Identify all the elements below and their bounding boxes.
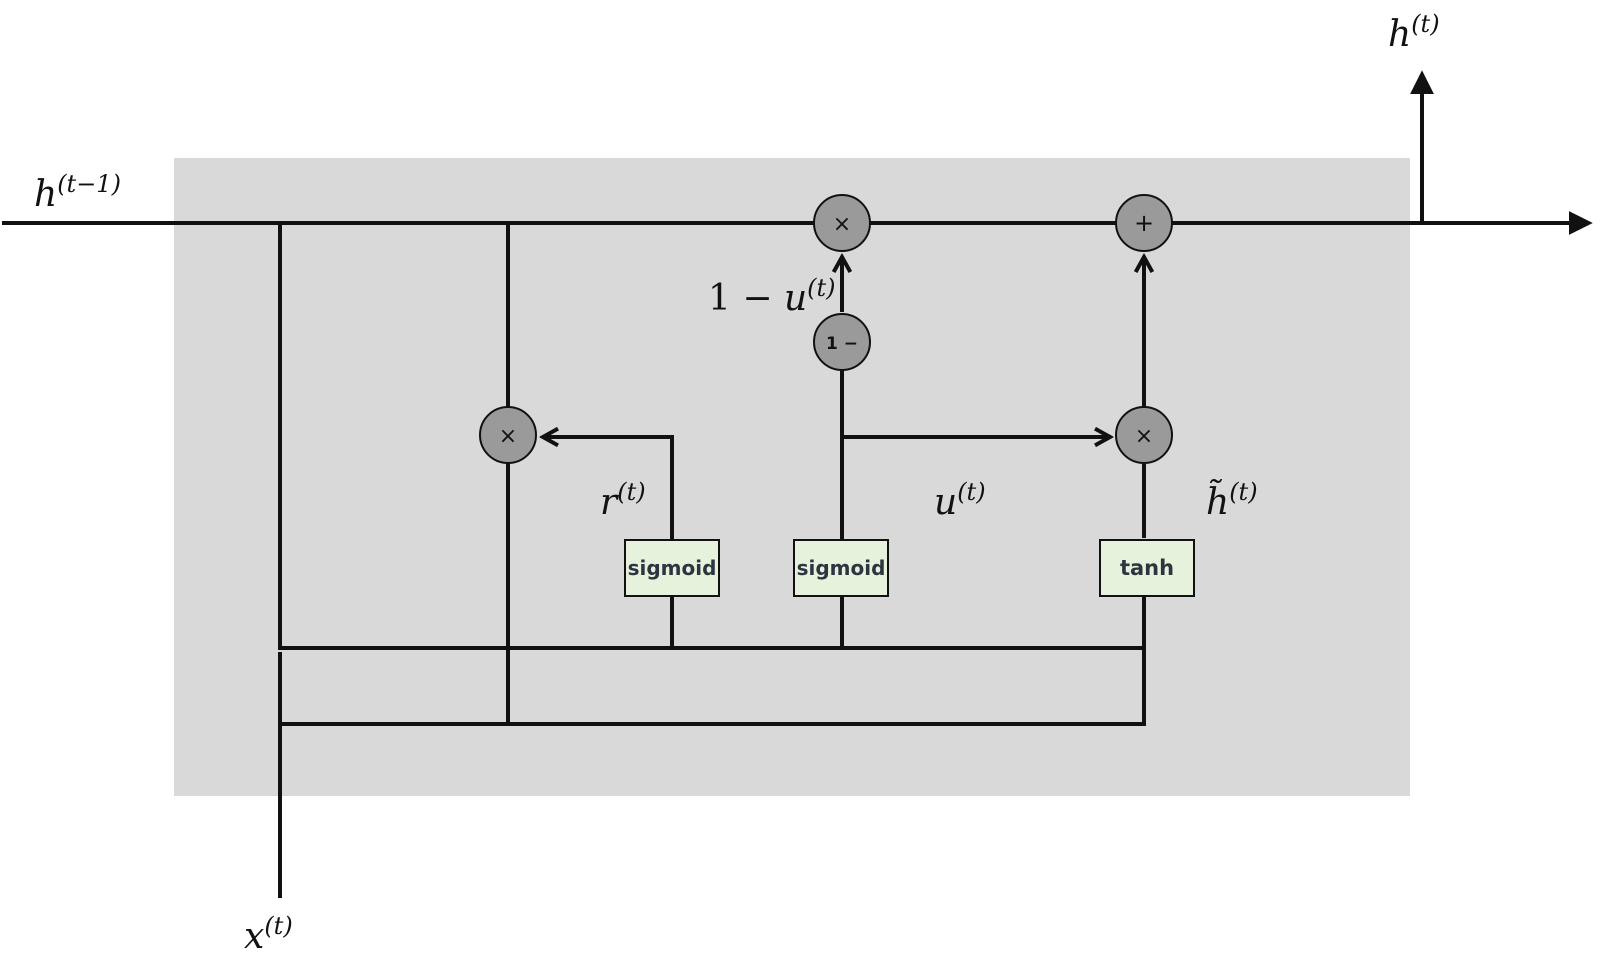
reset-gate-output-line bbox=[543, 437, 674, 540]
update-gate-base: u bbox=[934, 482, 957, 523]
update-sigmoid-label: sigmoid bbox=[797, 556, 886, 580]
one-minus-node: 1 − bbox=[813, 313, 871, 371]
h-prev-label: h(t−1) bbox=[34, 170, 121, 215]
h-out-base: h bbox=[1388, 14, 1411, 55]
update-gate-sup: (t) bbox=[957, 478, 985, 506]
one-minus-u-label: 1 − u(t) bbox=[708, 274, 836, 319]
plus-symbol: + bbox=[1134, 209, 1154, 237]
h-prev-sup: (t−1) bbox=[57, 170, 121, 198]
reset-gate-base: r bbox=[600, 482, 619, 523]
multiply-symbol: × bbox=[499, 424, 517, 449]
tanh-box: tanh bbox=[1099, 539, 1195, 597]
candidate-multiply-node: × bbox=[1115, 406, 1173, 464]
update-gate-label: u(t) bbox=[934, 478, 986, 523]
reset-sigmoid-label: sigmoid bbox=[628, 556, 717, 580]
candidate-sup: (t) bbox=[1229, 478, 1257, 506]
one-minus-u-base: u bbox=[784, 278, 807, 319]
add-node: + bbox=[1115, 194, 1173, 252]
x-input-label: x(t) bbox=[244, 912, 293, 957]
candidate-label: h̃(t) bbox=[1206, 478, 1258, 523]
candidate-base: h̃ bbox=[1206, 480, 1229, 523]
h-out-sup: (t) bbox=[1411, 10, 1439, 38]
reset-gate-label: r(t) bbox=[600, 478, 646, 523]
cell-background bbox=[174, 158, 1410, 796]
update-sigmoid-box: sigmoid bbox=[793, 539, 889, 597]
reset-sigmoid-box: sigmoid bbox=[624, 539, 720, 597]
x-input-base: x bbox=[244, 916, 264, 957]
h-out-label: h(t) bbox=[1388, 10, 1440, 55]
h-prev-base: h bbox=[34, 174, 57, 215]
multiply-symbol: × bbox=[833, 212, 851, 237]
reset-multiply-node: × bbox=[479, 406, 537, 464]
reset-gate-sup: (t) bbox=[617, 478, 645, 506]
tanh-label: tanh bbox=[1120, 556, 1174, 580]
one-minus-u-sup: (t) bbox=[807, 274, 835, 302]
one-minus-symbol: 1 − bbox=[826, 334, 858, 354]
multiply-symbol: × bbox=[1135, 424, 1153, 449]
one-minus-u-prefix: 1 − bbox=[708, 278, 784, 319]
top-multiply-node: × bbox=[813, 194, 871, 252]
x-input-sup: (t) bbox=[264, 912, 292, 940]
